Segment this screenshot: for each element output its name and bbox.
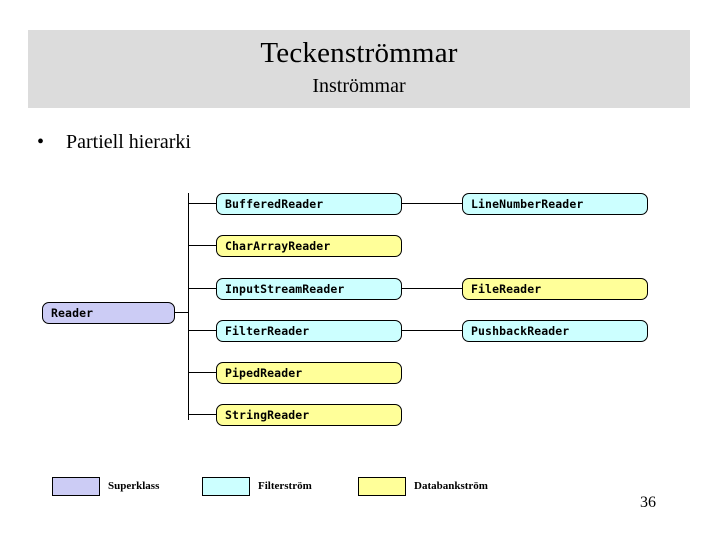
class-node-pipedreader[interactable]: PipedReader xyxy=(216,362,402,384)
class-node-pushbackreader[interactable]: PushbackReader xyxy=(462,320,648,342)
class-node-stringreader[interactable]: StringReader xyxy=(216,404,402,426)
bullet-marker-icon: • xyxy=(37,131,45,153)
connector-branch-2 xyxy=(188,245,216,246)
class-node-filterreader[interactable]: FilterReader xyxy=(216,320,402,342)
page-subtitle: Inströmmar xyxy=(312,75,406,97)
connector-inputstream-to-file xyxy=(402,288,462,289)
connector-trunk xyxy=(188,193,189,420)
legend-label-database-stream: Databankström xyxy=(414,480,488,492)
connector-branch-5 xyxy=(188,372,216,373)
class-node-inputstreamreader[interactable]: InputStreamReader xyxy=(216,278,402,300)
class-node-chararrayreader[interactable]: CharArrayReader xyxy=(216,235,402,257)
connector-branch-4 xyxy=(188,330,216,331)
connector-branch-3 xyxy=(188,288,216,289)
legend-swatch-filter-stream xyxy=(202,477,250,496)
class-node-linenumberreader[interactable]: LineNumberReader xyxy=(462,193,648,215)
connector-branch-6 xyxy=(188,414,216,415)
legend-swatch-superclass xyxy=(52,477,100,496)
page-number: 36 xyxy=(640,494,656,511)
legend-swatch-database-stream xyxy=(358,477,406,496)
connector-branch-1 xyxy=(188,203,216,204)
connector-filter-to-pushback xyxy=(402,330,462,331)
bullet-item-label: Partiell hierarki xyxy=(66,131,191,153)
class-node-bufferedreader[interactable]: BufferedReader xyxy=(216,193,402,215)
legend-label-superclass: Superklass xyxy=(108,480,160,492)
class-node-reader[interactable]: Reader xyxy=(42,302,175,324)
connector-root-stub xyxy=(175,312,189,313)
legend-label-filter-stream: Filterström xyxy=(258,480,312,492)
class-node-filereader[interactable]: FileReader xyxy=(462,278,648,300)
connector-buffered-to-linenumber xyxy=(402,203,462,204)
page-title: Teckenströmmar xyxy=(260,37,458,69)
title-band: Teckenströmmar Inströmmar xyxy=(28,30,690,108)
bullet-item: • Partiell hierarki xyxy=(32,131,191,153)
